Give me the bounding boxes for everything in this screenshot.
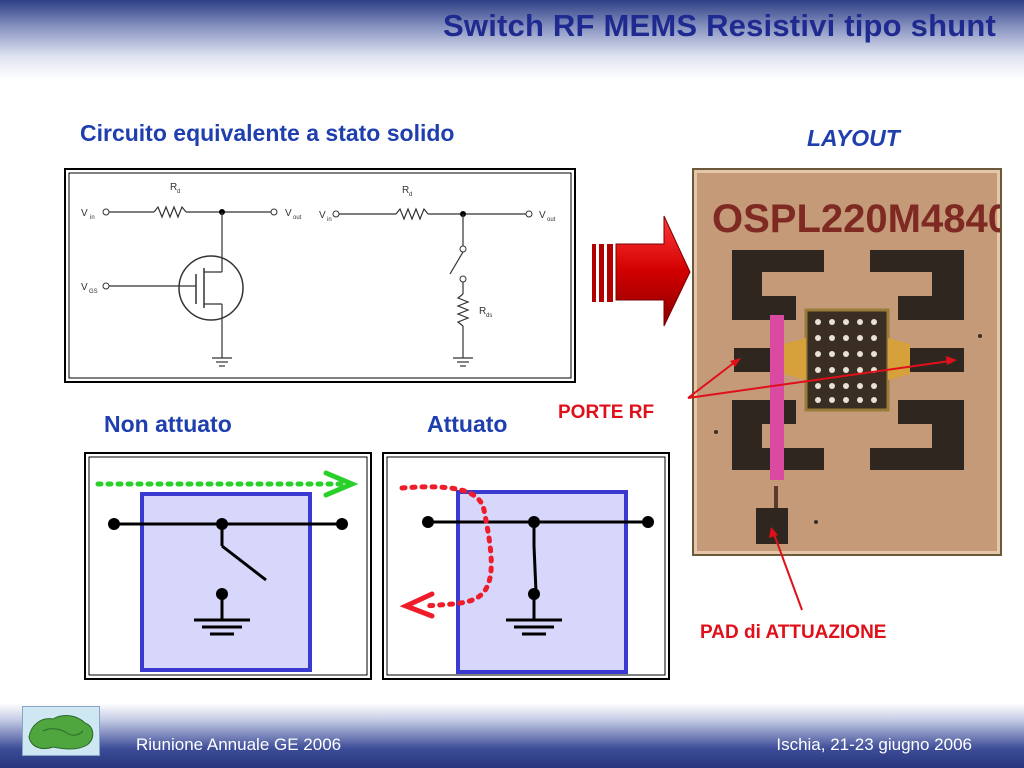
chip-marking: OSPL220M4840 bbox=[712, 197, 1000, 241]
switch-symbol bbox=[449, 251, 464, 275]
actuated-panel bbox=[382, 452, 670, 680]
red-arrow-icon bbox=[592, 215, 691, 327]
signal-arrow-icon bbox=[323, 470, 359, 498]
footer-place-date: Ischia, 21-23 giugno 2006 bbox=[776, 735, 972, 754]
resistor-rd-2 bbox=[395, 207, 429, 221]
actuated-diagram bbox=[386, 456, 666, 676]
equivalent-circuit-figure: V in R d V out V GS V in R d bbox=[64, 168, 576, 383]
rds-label: R bbox=[479, 306, 486, 317]
rd-label-2: R bbox=[402, 185, 409, 196]
open-switch bbox=[221, 544, 267, 582]
header-band bbox=[0, 0, 1024, 80]
circuit-diagram: V in R d V out V GS V in R d bbox=[68, 172, 572, 379]
circuit-heading: Circuito equivalente a stato solido bbox=[80, 120, 455, 146]
svg-text:d: d bbox=[409, 192, 412, 198]
not-actuated-panel bbox=[84, 452, 372, 680]
svg-text:GS: GS bbox=[89, 289, 98, 295]
not-actuated-heading: Non attuato bbox=[104, 411, 232, 437]
rf-ports-callout: PORTE RF bbox=[558, 402, 655, 423]
resistor-rd-1 bbox=[153, 205, 187, 219]
svg-text:in: in bbox=[327, 217, 332, 223]
layout-heading: LAYOUT bbox=[807, 125, 900, 151]
chip-layout-photo: OSPL220M4840 bbox=[692, 168, 1002, 556]
fet-symbol bbox=[178, 255, 244, 321]
svg-text:in: in bbox=[90, 215, 95, 221]
logo bbox=[22, 706, 100, 756]
mems-layout: OSPL220M4840 bbox=[694, 170, 1000, 554]
resistor-rds bbox=[456, 293, 470, 327]
vout-label-1: V bbox=[285, 208, 292, 219]
island-logo-icon bbox=[23, 707, 99, 755]
footer-meeting: Riunione Annuale GE 2006 bbox=[136, 735, 342, 754]
not-actuated-diagram bbox=[88, 456, 368, 676]
vgs-label: V bbox=[81, 282, 88, 293]
vin-label-1: V bbox=[81, 208, 88, 219]
switch-box bbox=[456, 490, 628, 674]
footer-band bbox=[0, 703, 1024, 768]
shunt-arrow-icon bbox=[399, 591, 435, 619]
closed-switch bbox=[532, 545, 538, 593]
slide-title: Switch RF MEMS Resistivi tipo shunt bbox=[443, 8, 996, 43]
actuation-pad-callout: PAD di ATTUAZIONE bbox=[700, 622, 887, 643]
shunt-path bbox=[399, 484, 494, 609]
actuated-heading: Attuato bbox=[427, 411, 508, 437]
svg-text:ds: ds bbox=[486, 313, 492, 319]
rd-label-1: R bbox=[170, 182, 177, 193]
vin-label-2: V bbox=[319, 210, 326, 221]
vout-label-2: V bbox=[539, 210, 546, 221]
svg-text:d: d bbox=[177, 189, 180, 195]
svg-text:out: out bbox=[293, 215, 302, 221]
svg-text:out: out bbox=[547, 217, 556, 223]
